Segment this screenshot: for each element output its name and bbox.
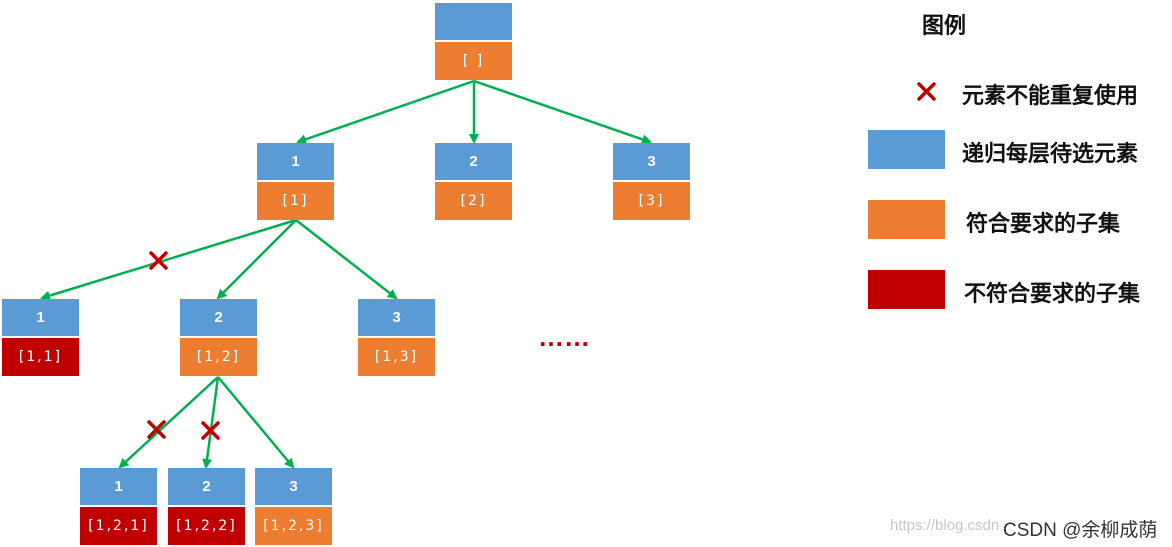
node-subset: [1] [257, 182, 334, 220]
node-choice: 1 [257, 143, 334, 180]
node-choice: 3 [255, 468, 332, 505]
legend-cross-icon [917, 82, 936, 101]
tree-node-1-1: 1 [1,1] [2, 299, 79, 376]
brand-watermark: CSDN @余柳成荫 [1003, 520, 1158, 541]
edge-n12-n122 [202, 376, 220, 469]
ellipsis-more: …… [538, 322, 590, 352]
tree-node-2: 2 [2] [435, 143, 512, 220]
node-choice [435, 3, 512, 40]
node-choice: 2 [168, 468, 245, 505]
node-choice: 3 [358, 299, 435, 336]
tree-node-3: 3 [3] [613, 143, 690, 220]
tree-node-1-3: 3 [1,3] [358, 299, 435, 376]
tree-node-1: 1 [1] [257, 143, 334, 220]
watermark-url: https://blog.csdn [890, 517, 1000, 534]
node-subset: [ ] [435, 42, 512, 80]
legend-red-swatch [868, 270, 945, 309]
tree-node-1-2: 2 [1,2] [180, 299, 257, 376]
node-choice: 1 [2, 299, 79, 336]
legend-orange-swatch [868, 200, 945, 239]
node-subset: [1,1] [2, 338, 79, 376]
cross-icon [147, 420, 166, 439]
edge-n12-n123 [217, 376, 295, 469]
tree-node-1-2-1: 1 [1,2,1] [80, 468, 157, 545]
legend-blue-label: 递归每层待选元素 [962, 141, 1139, 166]
edge-n12-n121 [118, 376, 219, 469]
legend-title: 图例 [922, 13, 967, 38]
node-subset: [2] [435, 182, 512, 220]
edge-n1-n12 [216, 219, 297, 300]
legend-orange-label: 符合要求的子集 [966, 211, 1121, 236]
legend-blue-swatch [868, 130, 945, 169]
node-subset: [1,2,3] [255, 507, 332, 545]
legend-red-label: 不符合要求的子集 [964, 281, 1141, 306]
legend-cross-label: 元素不能重复使用 [962, 83, 1139, 108]
edge-n1-n11 [40, 218, 297, 301]
node-subset: [3] [613, 182, 690, 220]
tree-node-1-2-2: 2 [1,2,2] [168, 468, 245, 545]
node-subset: [1,2,2] [168, 507, 245, 545]
node-choice: 3 [613, 143, 690, 180]
edge-root-n3 [473, 79, 652, 145]
node-choice: 2 [180, 299, 257, 336]
cross-icon [201, 421, 220, 440]
node-choice: 2 [435, 143, 512, 180]
tree-node-1-2-3: 3 [1,2,3] [255, 468, 332, 545]
tree-node-root: [ ] [435, 3, 512, 80]
node-subset: [1,2] [180, 338, 257, 376]
edge-n1-n13 [295, 219, 398, 300]
node-subset: [1,2,1] [80, 507, 157, 545]
cross-icon [149, 251, 168, 270]
node-subset: [1,3] [358, 338, 435, 376]
node-choice: 1 [80, 468, 157, 505]
edge-root-n1 [296, 79, 475, 145]
